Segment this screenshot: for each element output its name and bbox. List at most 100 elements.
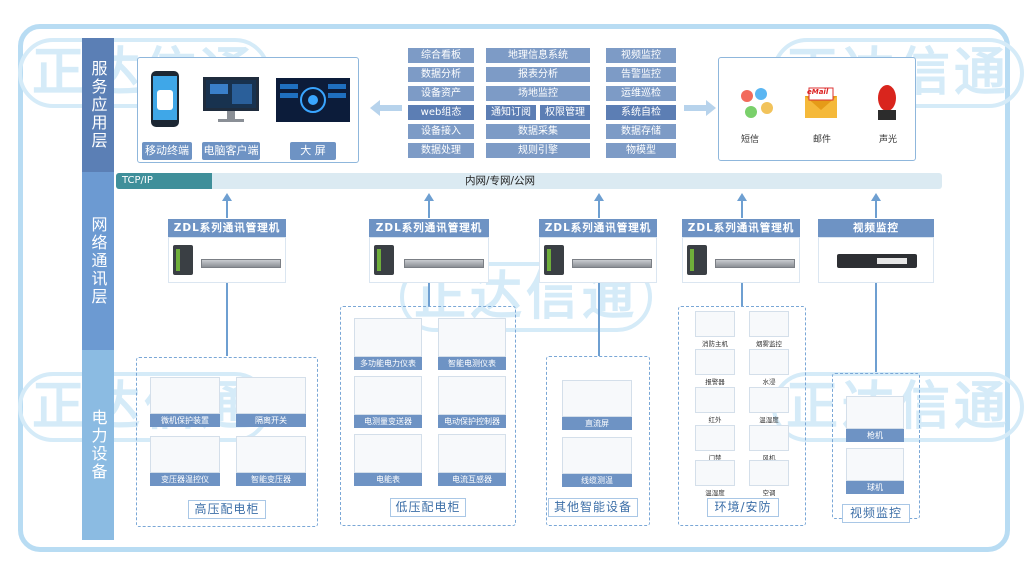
device-image	[562, 380, 632, 417]
group-video	[832, 373, 920, 519]
device-label: 报警器	[705, 378, 725, 386]
device-item: 球机	[846, 448, 904, 494]
device-image	[749, 349, 789, 375]
device-image	[438, 376, 506, 415]
device-item: 电测量变送器	[354, 376, 422, 428]
sms-icon	[741, 88, 773, 118]
device-item: 报警器	[695, 349, 735, 386]
group-caption: 其他智能设备	[548, 498, 638, 517]
mobile-terminal-image	[151, 71, 179, 127]
device-image	[236, 377, 306, 414]
device-label: 多功能电力仪表	[354, 357, 422, 370]
clients-panel: 移动终端 电脑客户端 大 屏	[137, 57, 359, 163]
func-item[interactable]: 设备资产	[408, 86, 474, 101]
func-item[interactable]: 数据采集	[486, 124, 590, 139]
func-item[interactable]: 运维巡检	[606, 86, 676, 101]
device-item: 电流互感器	[438, 434, 506, 486]
big-screen-image	[276, 78, 350, 122]
device-item: 枪机	[846, 396, 904, 442]
device-item: 红外	[695, 387, 735, 424]
group-other	[546, 356, 650, 526]
device-image	[749, 460, 789, 486]
device-image	[150, 377, 220, 414]
group-caption: 环境/安防	[707, 498, 779, 517]
device-item: 微机保护装置	[150, 377, 220, 427]
device-label: 消防主机	[702, 340, 728, 348]
device-label: 球机	[846, 481, 904, 494]
func-item[interactable]: 数据处理	[408, 143, 474, 158]
desktop-client-image	[203, 77, 259, 122]
device-image	[354, 376, 422, 415]
device-image	[749, 311, 789, 337]
rack-unit-image	[201, 259, 281, 268]
func-item[interactable]: 设备接入	[408, 124, 474, 139]
device-item: 电动保护控制器	[438, 376, 506, 428]
connector	[875, 283, 877, 372]
manager-device	[682, 237, 800, 283]
alarm-light-icon	[878, 85, 896, 120]
networks-label: 内网/专网/公网	[464, 175, 536, 187]
device-label: 变压器温控仪	[150, 473, 220, 486]
func-item[interactable]: 规则引擎	[486, 143, 590, 158]
video-manager-title: 视频监控	[818, 219, 934, 237]
func-item[interactable]: 系统自检	[606, 105, 676, 120]
device-label: 烟雾监控	[756, 340, 782, 348]
video-recorder	[818, 237, 934, 283]
group-caption: 视频监控	[842, 504, 910, 523]
connector	[741, 283, 743, 306]
func-item[interactable]: 通知订阅	[486, 105, 536, 120]
device-item: 水浸	[749, 349, 789, 386]
device-item: 温湿度	[695, 460, 735, 497]
func-item[interactable]: 数据分析	[408, 67, 474, 82]
device-label: 风机	[762, 454, 776, 462]
func-item[interactable]: 物模型	[606, 143, 676, 158]
connector	[226, 199, 228, 218]
device-item: 温湿度	[749, 387, 789, 424]
device-image	[695, 387, 735, 413]
device-label: 温湿度	[759, 416, 779, 424]
func-item[interactable]: 视频监控	[606, 48, 676, 63]
arrow-up-icon	[424, 193, 434, 201]
func-item[interactable]: web组态	[408, 105, 474, 120]
device-image	[846, 396, 904, 429]
device-image	[695, 460, 735, 486]
manager-unit-image	[687, 245, 707, 275]
device-item: 风机	[749, 425, 789, 462]
manager-unit-image	[173, 245, 193, 275]
device-label: 门禁	[708, 454, 722, 462]
func-item[interactable]: 地理信息系统	[486, 48, 590, 63]
connector	[598, 199, 600, 218]
manager-unit-image	[374, 245, 394, 275]
device-item: 烟雾监控	[749, 311, 789, 348]
device-item: 空调	[749, 460, 789, 497]
func-item[interactable]: 数据存储	[606, 124, 676, 139]
func-item[interactable]: 权限管理	[540, 105, 590, 120]
left-arrow-icon	[370, 100, 402, 116]
func-item[interactable]: 报表分析	[486, 67, 590, 82]
device-label: 线缆测温	[562, 474, 632, 487]
device-image	[438, 318, 506, 357]
device-label: 智能变压器	[236, 473, 306, 486]
func-item[interactable]: 场地监控	[486, 86, 590, 101]
device-image	[354, 318, 422, 357]
device-label: 电测量变送器	[354, 415, 422, 428]
rack-unit-image	[715, 259, 795, 268]
nvr-image	[837, 254, 917, 268]
device-item: 隔离开关	[236, 377, 306, 427]
client-label-bigscreen: 大 屏	[290, 142, 336, 160]
func-item[interactable]: 综合看板	[408, 48, 474, 63]
device-label: 电流互感器	[438, 473, 506, 486]
device-label: 温湿度	[705, 489, 725, 497]
device-image	[236, 436, 306, 473]
device-label: 水浸	[762, 378, 776, 386]
device-label: 电动保护控制器	[438, 415, 506, 428]
connector	[741, 199, 743, 218]
func-item[interactable]: 告警监控	[606, 67, 676, 82]
device-label: 枪机	[846, 429, 904, 442]
device-image	[749, 387, 789, 413]
group-env	[678, 306, 806, 526]
device-label: 电能表	[354, 473, 422, 486]
device-image	[354, 434, 422, 473]
device-item: 消防主机	[695, 311, 735, 348]
device-item: 智能电测仪表	[438, 318, 506, 370]
